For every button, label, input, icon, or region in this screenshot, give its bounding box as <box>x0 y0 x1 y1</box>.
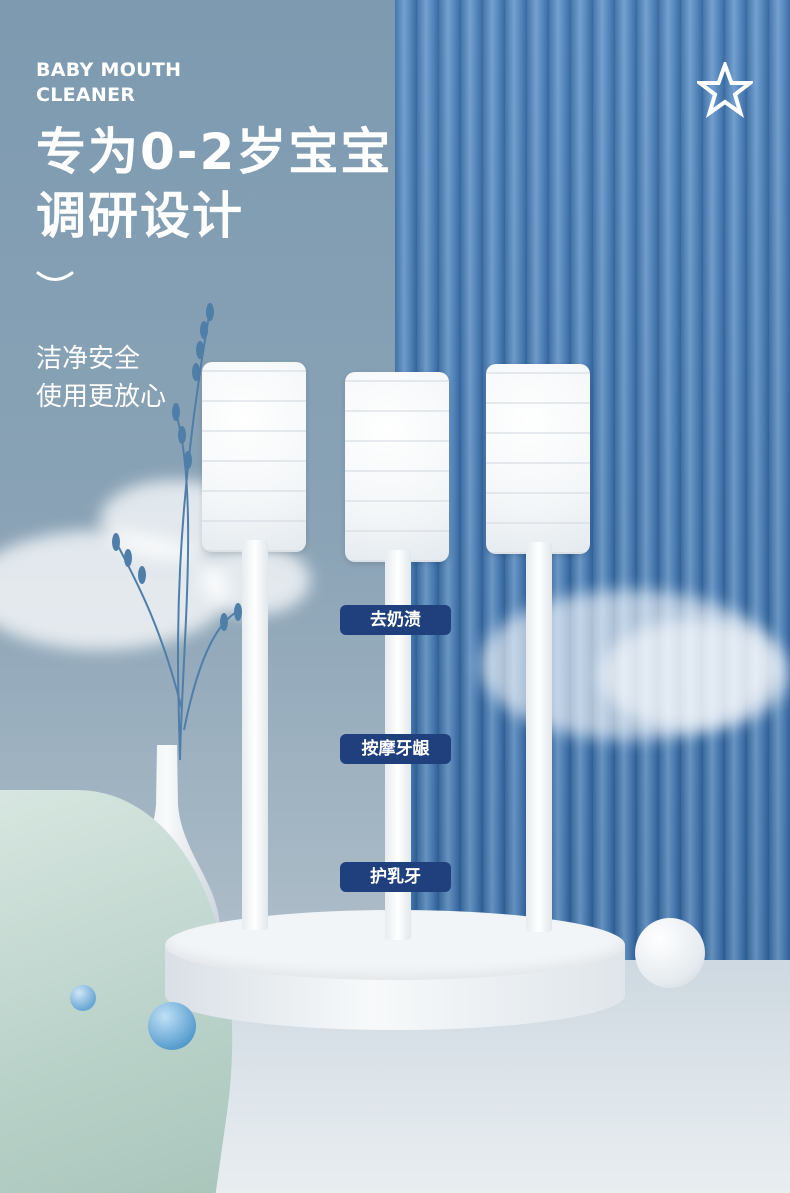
sponge-swab-left <box>200 360 310 935</box>
english-title: BABY MOUTH CLEANER <box>36 58 181 108</box>
sponge-swab-middle <box>343 370 453 945</box>
subtitle-line2: 使用更放心 <box>36 382 167 412</box>
blue-ball-small <box>70 985 96 1011</box>
sponge-swab-right <box>484 362 594 937</box>
star-outline-icon <box>697 62 753 118</box>
white-ball <box>635 918 705 988</box>
chinese-title-line1: 专为0-2岁宝宝 <box>36 123 393 181</box>
tag-protect-baby-teeth: 护乳牙 <box>340 862 451 892</box>
chinese-title-line2: 调研设计 <box>36 187 244 245</box>
subtitle-line1: 洁净安全 <box>36 344 141 374</box>
english-title-line2: CLEANER <box>36 84 136 106</box>
chinese-title: 专为0-2岁宝宝 调研设计 <box>36 120 392 248</box>
striped-blue-panel <box>395 0 790 965</box>
tag-remove-milk-stains: 去奶渍 <box>340 605 451 635</box>
smile-curve-icon <box>36 271 74 281</box>
subtitle: 洁净安全 使用更放心 <box>36 340 166 416</box>
dried-plant-illustration <box>112 303 242 760</box>
english-title-line1: BABY MOUTH <box>36 59 182 81</box>
blue-ball <box>148 1002 196 1050</box>
tag-massage-gums: 按摩牙龈 <box>340 734 451 764</box>
